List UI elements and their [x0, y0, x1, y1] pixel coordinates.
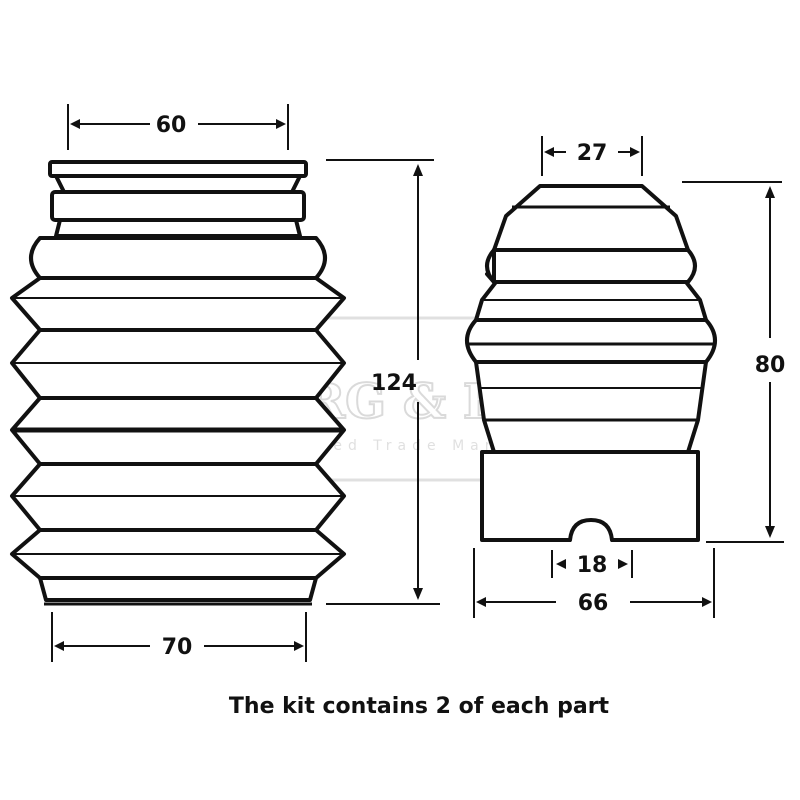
- bump-stop-bottom-width-label: 66: [578, 591, 609, 616]
- bellows-height-dimension: [326, 159, 440, 605]
- bump-stop-bottom-width-dimension: [473, 548, 715, 618]
- bellows-bottom-width-label: 70: [162, 635, 193, 660]
- bellows-height-label: 124: [371, 371, 417, 396]
- bellows-top-width-dimension: [67, 104, 289, 150]
- bump-stop-top-width-dimension: [541, 136, 643, 176]
- bump-stop-height-dimension: [682, 181, 784, 543]
- bellows-bottom-width-dimension: [51, 612, 307, 662]
- bellows-part: [10, 160, 346, 606]
- kit-contents-caption: The kit contains 2 of each part: [228, 694, 610, 719]
- bump-stop-part: [465, 184, 717, 542]
- bump-stop-notch-dimension: [551, 550, 633, 578]
- bump-stop-height-label: 80: [755, 353, 786, 378]
- bump-stop-notch-label: 18: [577, 553, 608, 578]
- bellows-top-width-label: 60: [156, 113, 187, 138]
- bump-stop-top-width-label: 27: [577, 141, 608, 166]
